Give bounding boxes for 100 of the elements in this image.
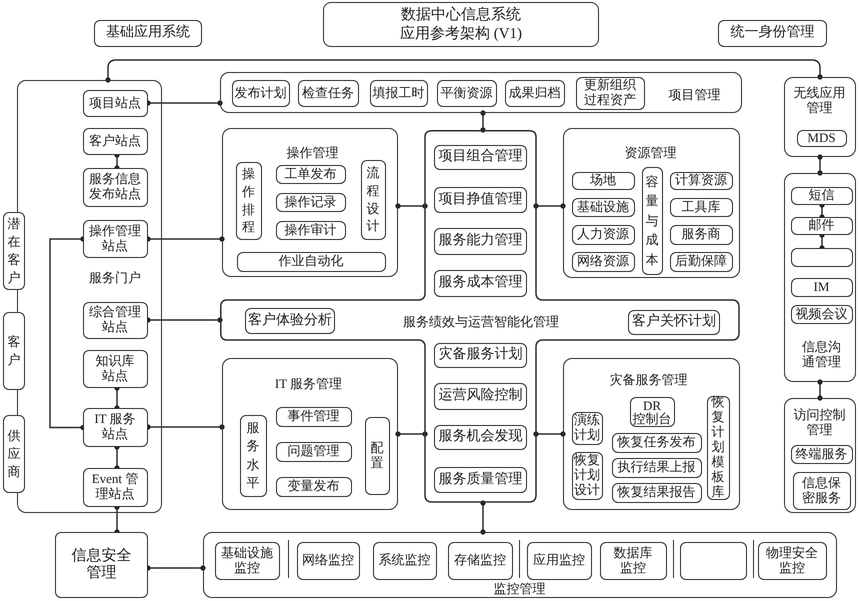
module-box: 客户站点 [82,128,148,154]
module-box: 后勤保障 [670,252,732,272]
group-panel [784,398,856,513]
module-box: 服务水平 [240,414,266,496]
module-box: 服务能力管理 [434,228,527,255]
system-box: 基础应用系统 [94,20,202,47]
module-box: 操作管理站点 [82,220,148,258]
module-box: 问题管理 [276,442,352,462]
module-box: 配置 [364,416,390,494]
module-box: 变量发布 [276,476,352,496]
group-title: IT 服务管理 [274,376,344,392]
connector-line [145,236,225,242]
module-box: MDS [796,130,846,146]
group-title: 服务绩效与运营智能化管理 [402,314,560,330]
group-title: 信息沟通管理 [801,338,842,370]
module-box: 流程设计 [360,160,386,240]
stakeholder-box: 客户 [3,312,25,390]
module-box: 操作记录 [276,192,346,212]
connector-line [817,379,823,401]
connector-line [114,504,120,535]
module-box: DR 控制台 [630,396,674,426]
module-box: 系统监控 [372,542,436,580]
module-box: 基础设施监控 [214,542,280,580]
module-box: 演练计划 [572,412,602,444]
group-panel [563,128,740,278]
module-box: 恢复计划设计 [572,452,602,500]
group-panel [220,72,742,113]
module-box: 信息保密服务 [792,472,850,510]
stakeholder-box: 供应商 [3,415,25,493]
module-box: 存储监控 [448,542,512,580]
module-box: 服务商 [670,224,732,244]
module-box: 人力资源 [572,224,634,244]
module-box: 运营风险控制 [434,383,527,410]
module-box: 服务机会发现 [434,425,527,450]
module-box: 执行结果上报 [612,458,702,478]
module-box: 知识库站点 [82,350,148,388]
group-panel [203,532,837,598]
module-box: 工单发布 [276,164,346,184]
module-box: 操作排程 [236,162,262,240]
module-box: 工具库 [670,198,732,216]
group-title: 项目管理 [668,86,722,102]
module-box: 邮件 [790,216,852,234]
connector-line [145,317,223,323]
module-box: Event 管理站点 [82,468,148,506]
module-box: 网络资源 [572,252,634,272]
module-box: 计算资源 [670,172,732,190]
module-box: 客户关怀计划 [628,310,720,335]
module-box: 服务成本管理 [434,270,527,297]
module-box: 场地 [572,172,634,190]
module-box: 视频会议 [790,304,852,324]
module-box: 项目站点 [82,90,148,116]
module-box: 成果归档 [504,80,564,106]
group-title: 无线应用管理 [792,84,846,116]
module-box: 恢复计划模板库 [706,396,730,500]
module-box: 终端服务 [790,444,852,464]
group-title: 访问控制管理 [792,406,846,438]
group-panel [784,77,856,157]
module-box: 容量与成本 [642,166,662,274]
module-box: 灾备服务计划 [434,343,527,368]
module-box: 网络监控 [296,542,360,580]
module-box: 客户体验分析 [245,308,335,334]
module-box: 恢复结果报告 [612,482,702,502]
group-panel [222,128,398,277]
module-box: 检查任务 [298,80,358,106]
connector-line [395,203,428,209]
module-box: 数据库监控 [600,542,666,580]
group-title: 资源管理 [624,144,678,160]
diagram-title: 数据中心信息系统应用参考架构 (V1) [323,2,599,47]
module-box: 作业自动化 [236,252,386,272]
module-box: IT 服务站点 [82,408,148,446]
blank-box [790,248,852,266]
module-box: 更新组织过程资产 [576,76,644,110]
module-box: 服务质量管理 [434,467,527,493]
group-title: 监控管理 [492,580,546,596]
connector-line [533,203,566,209]
module-box: 恢复任务发布 [612,432,702,452]
module-box: 物理安全监控 [758,542,826,580]
group-panel [563,358,740,510]
module-box: 基础设施 [572,198,634,216]
blank-box [680,542,746,580]
module-box: 事件管理 [276,406,352,426]
module-box: 发布计划 [232,80,290,106]
connector-line [817,154,823,176]
group-panel [222,358,398,510]
group-title: 灾备服务管理 [608,372,688,388]
group-title: 服务门户 [88,270,142,286]
connector-line [145,424,225,430]
connector-line [480,110,486,133]
module-box: 应用监控 [526,542,592,580]
group-title: 操作管理 [286,144,340,160]
system-box: 统一身份管理 [718,20,827,47]
stakeholder-box: 潜在客户 [3,212,25,290]
module-box: 短信 [790,186,852,204]
connector-line [533,431,566,437]
module-box: 信息安全管理 [55,532,148,598]
connector-line [480,500,486,535]
connector-line [105,59,823,83]
module-box: IM [790,278,852,296]
connector-line [395,431,428,437]
connector-line [145,100,223,106]
